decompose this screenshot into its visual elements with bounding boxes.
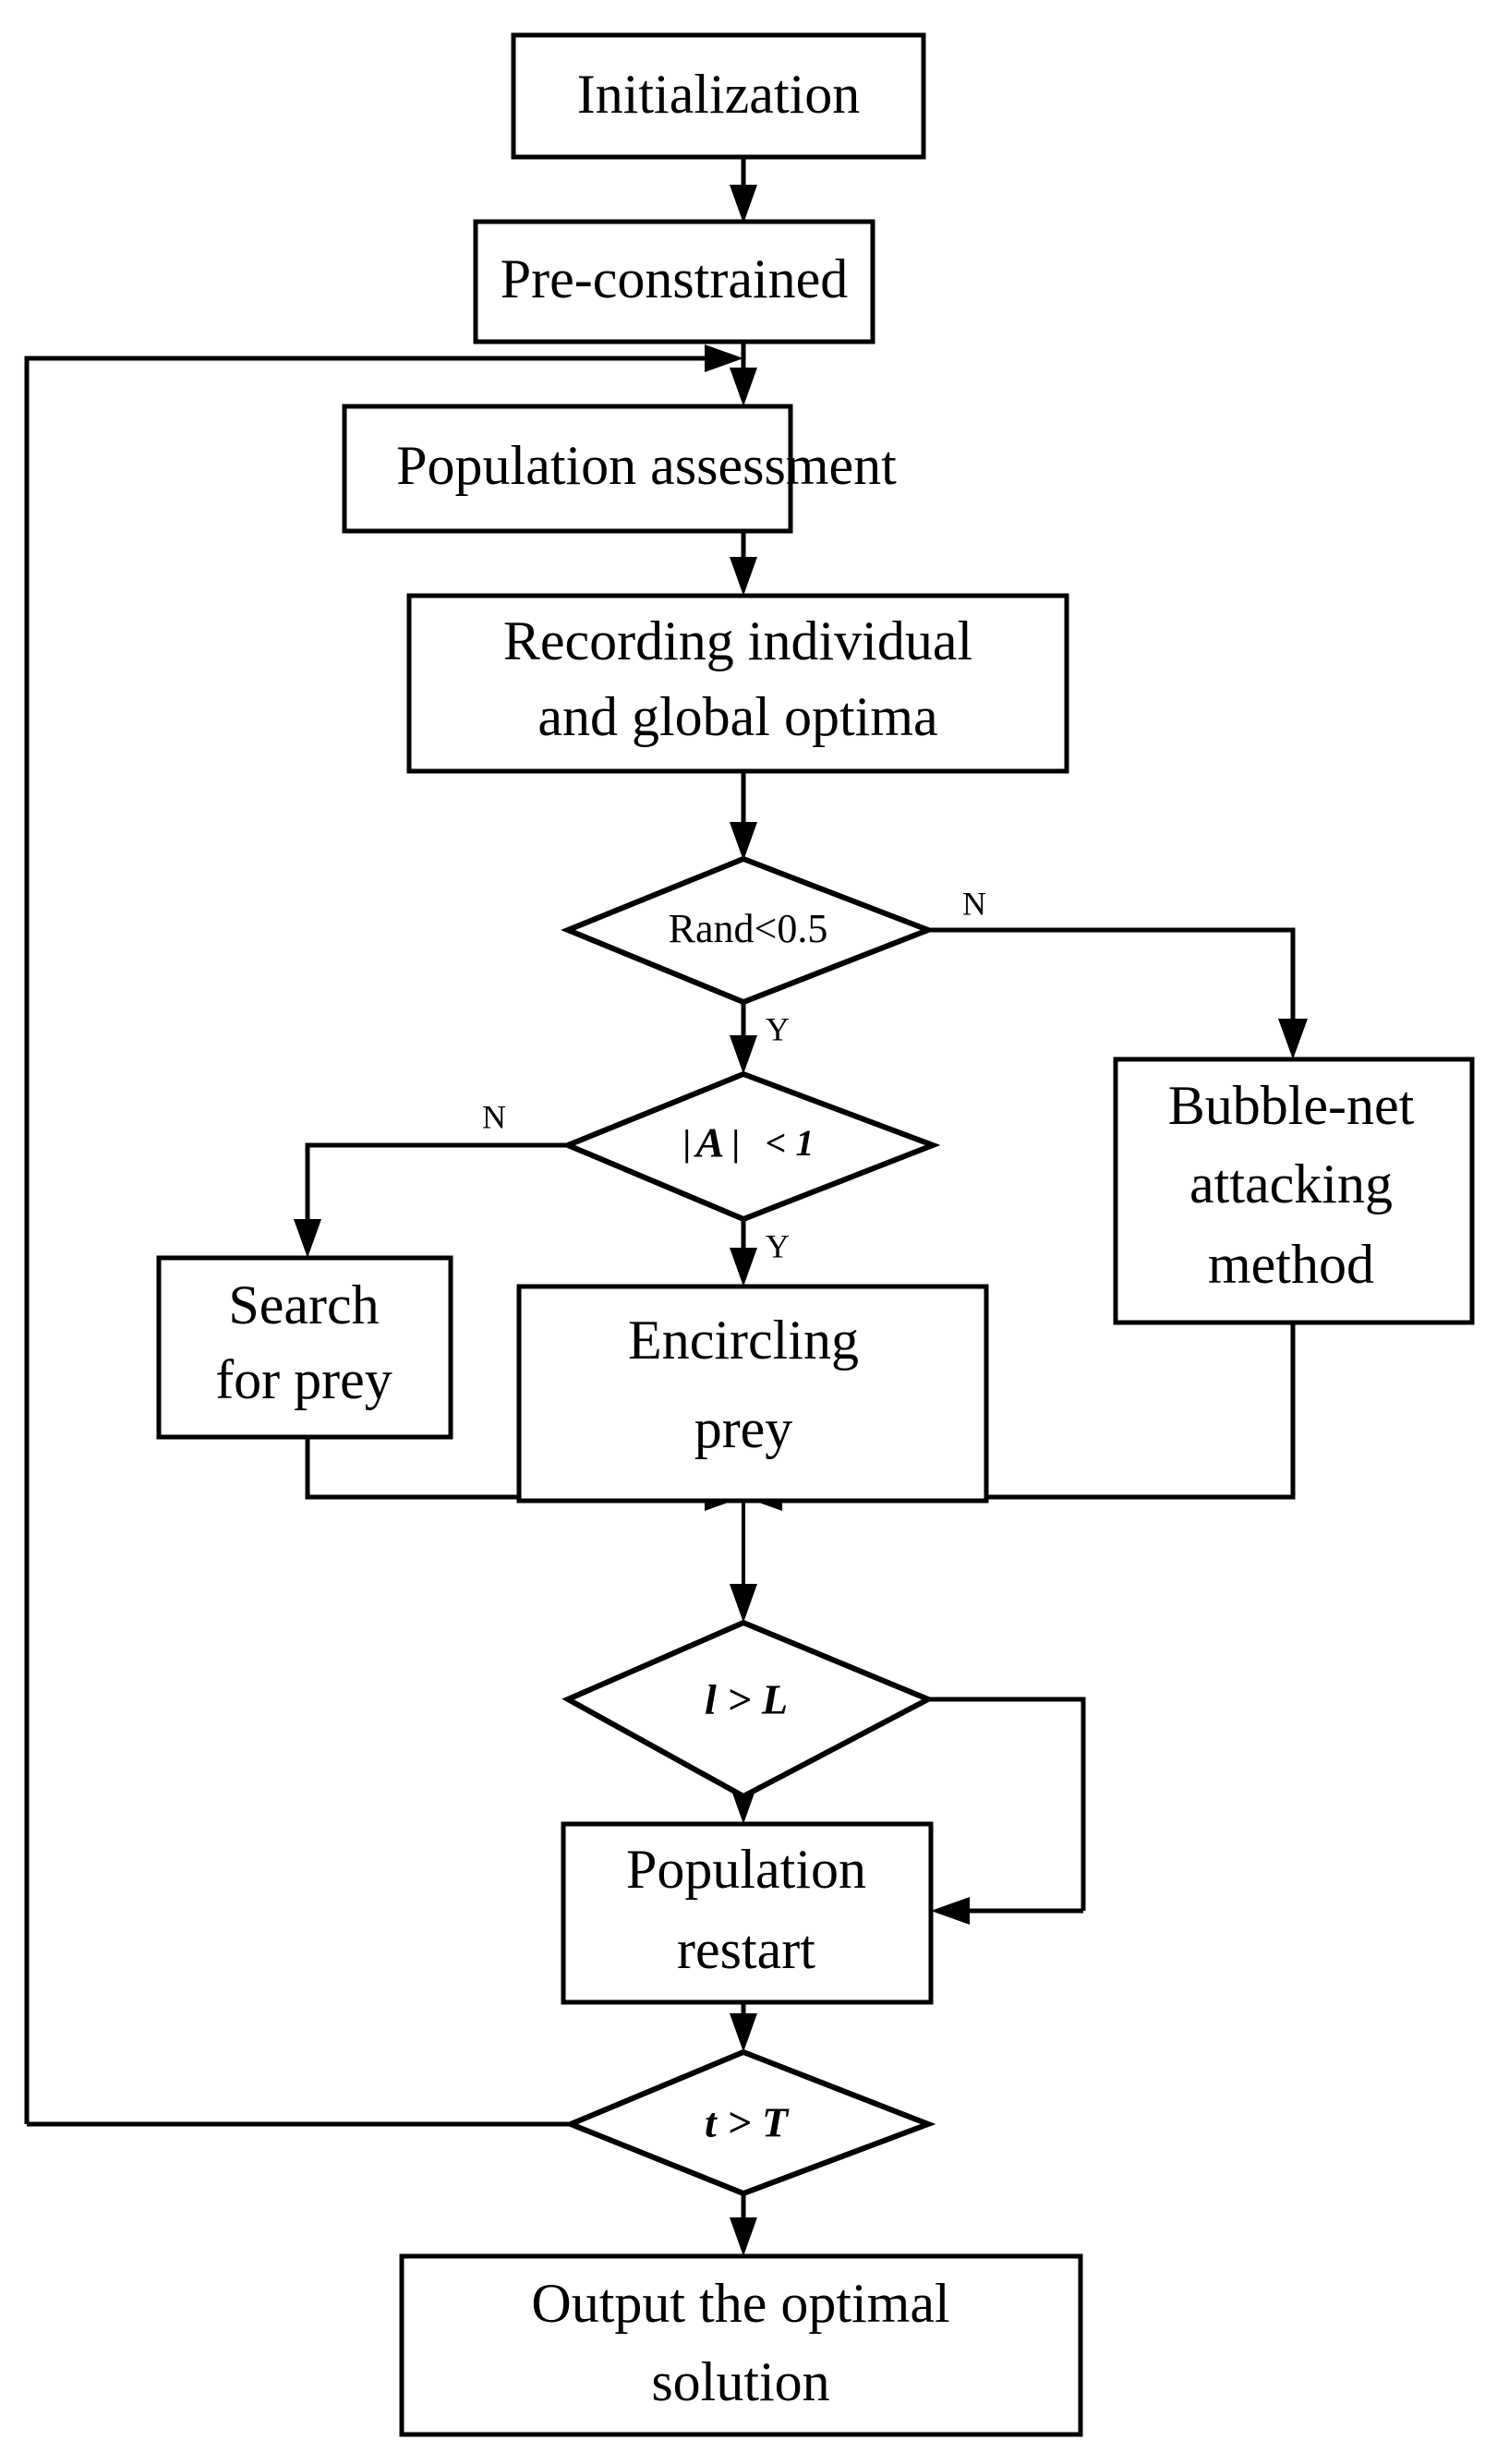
edge-l-yes-feedback-to-population-restart (928, 1697, 1086, 1925)
edge-initialization-to-pre-constrained (730, 157, 757, 223)
node-bubble-net-label-line1: Bubble-net (1168, 1075, 1415, 1136)
node-output-label-line1: Output the optimal (531, 2273, 949, 2334)
node-a-decision-comparison: < 1 (766, 1122, 815, 1164)
node-recording-optima-label-line1: Recording individual (503, 610, 972, 671)
node-pre-constrained[interactable]: Pre-constrained (473, 219, 875, 344)
node-rand-decision-label: Rand<0.5 (669, 906, 828, 951)
edge-outer-loop-return (24, 344, 743, 2124)
node-l-decision-label: l > L (705, 1676, 788, 1723)
node-l-decision[interactable]: l > L (561, 1619, 936, 1800)
node-pre-constrained-label: Pre-constrained (501, 248, 849, 309)
node-bubble-net-attacking-method[interactable]: Bubble-net attacking method (1113, 1057, 1475, 1325)
node-recording-optima[interactable]: Recording individual and global optima (406, 593, 1069, 774)
branch-label-rand-no: N (962, 885, 986, 922)
node-initialization[interactable]: Initialization (511, 32, 926, 160)
node-population-restart-label-line2: restart (677, 1919, 815, 1980)
node-a-decision-abs-close: | (732, 1122, 741, 1164)
node-search-for-prey-label-line1: Search (228, 1274, 379, 1335)
node-population-assessment[interactable]: Population assessment (342, 404, 897, 534)
branch-label-a-no: N (482, 1098, 506, 1135)
node-encircling-prey-label-line2: prey (694, 1398, 793, 1459)
node-encircling-prey[interactable]: Encircling prey (516, 1284, 989, 1504)
node-search-for-prey-label-line2: for prey (215, 1349, 392, 1410)
node-population-restart[interactable]: Population restart (561, 1821, 934, 2005)
node-output-label-line2: solution (651, 2351, 829, 2412)
node-a-decision-variable: A (694, 1119, 725, 1166)
node-bubble-net-label-line2: attacking (1189, 1153, 1393, 1214)
edge-t-decision-to-output (730, 2193, 757, 2256)
branch-label-a-yes: Y (766, 1227, 790, 1264)
edge-encircling-prey-to-l-decision (730, 1501, 757, 1623)
node-population-assessment-label: Population assessment (396, 435, 897, 496)
node-search-for-prey[interactable]: Search for prey (156, 1255, 453, 1440)
node-a-decision-abs-open: | (683, 1122, 692, 1164)
node-a-decision[interactable]: | A | < 1 (561, 1070, 941, 1223)
node-bubble-net-label-line3: method (1208, 1234, 1374, 1295)
node-population-restart-label-line1: Population (626, 1839, 866, 1900)
node-encircling-prey-label-line1: Encircling (628, 1310, 859, 1371)
node-t-decision-label: t > T (705, 2099, 790, 2146)
node-output-optimal-solution[interactable]: Output the optimal solution (399, 2253, 1083, 2437)
node-rand-decision[interactable]: Rand<0.5 (561, 855, 936, 1006)
edge-a-no-to-search-for-prey (294, 1142, 568, 1258)
edge-rand-no-to-bubble-net (928, 927, 1308, 1059)
edge-pre-constrained-to-population-assessment (730, 342, 757, 406)
edge-rand-yes-to-a-decision (730, 1002, 757, 1074)
node-recording-optima-label-line2: and global optima (537, 686, 937, 747)
edge-population-assessment-to-recording (730, 531, 757, 596)
edge-a-yes-to-encircling-prey (730, 1219, 757, 1286)
node-initialization-label: Initialization (577, 64, 861, 125)
edge-recording-to-rand-decision (730, 771, 757, 861)
branch-label-rand-yes: Y (766, 1010, 790, 1047)
node-t-decision[interactable]: t > T (563, 2048, 936, 2197)
edge-population-restart-to-t-decision (730, 2002, 757, 2052)
